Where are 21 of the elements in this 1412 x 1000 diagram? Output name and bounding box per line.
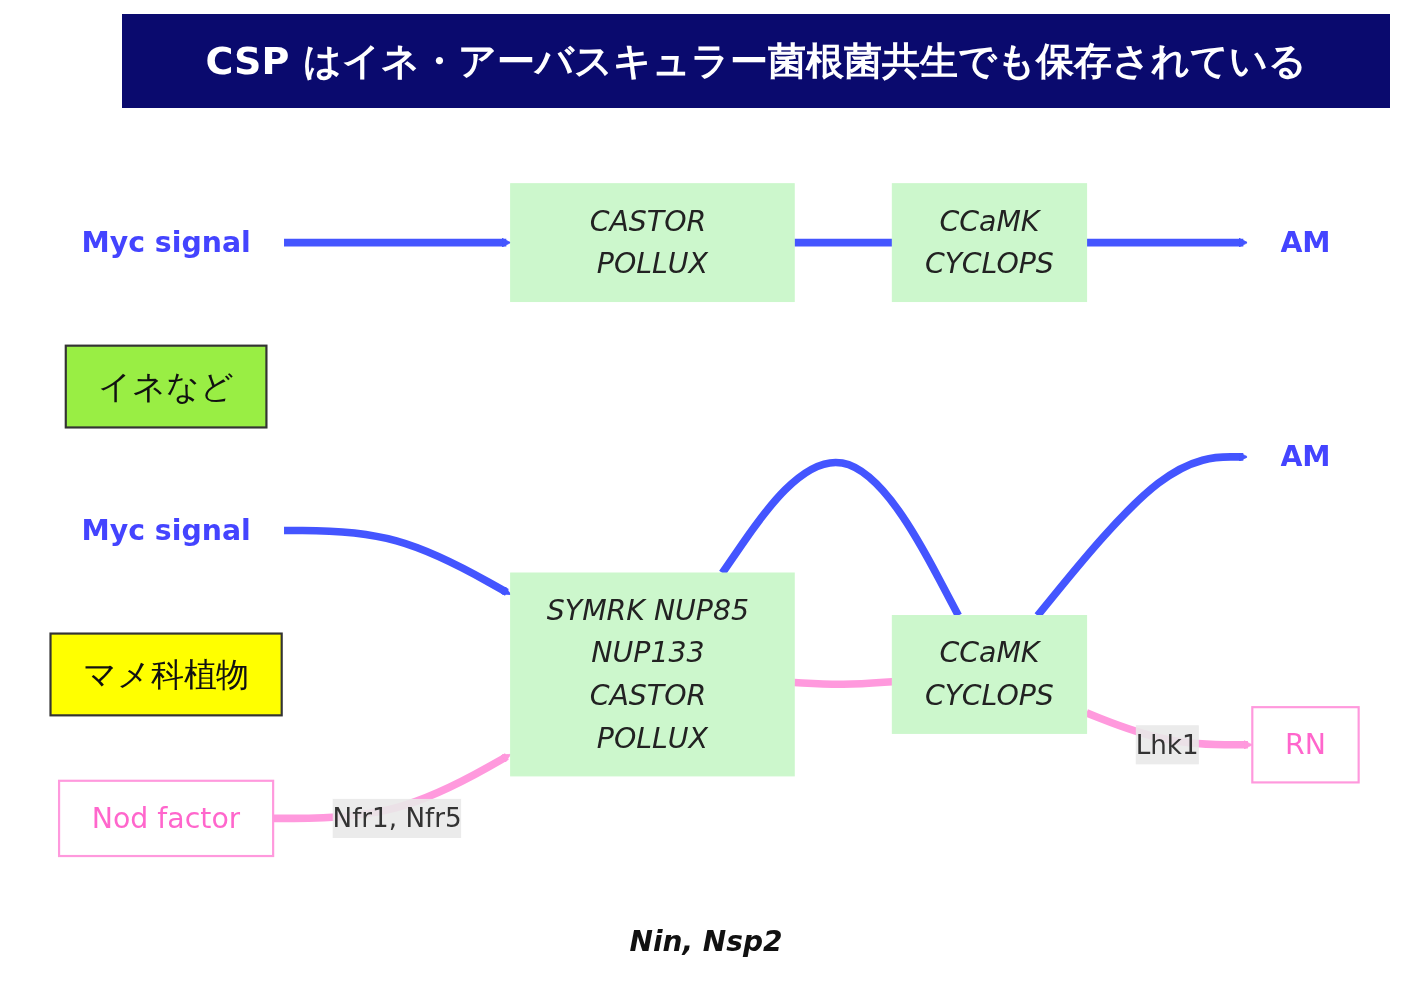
node-text: Myc signal — [81, 225, 251, 259]
node-box: CASTOR POLLUX — [510, 183, 795, 303]
node-text: Myc signal — [81, 513, 251, 547]
node-box: マメ科植物 — [49, 632, 283, 717]
connector — [794, 678, 893, 689]
node-box: Nod factor — [58, 779, 275, 858]
node-text: AM — [1280, 225, 1331, 259]
node-box: SYMRK NUP85 NUP133 CASTOR POLLUX — [510, 572, 795, 777]
arrow — [283, 526, 512, 596]
connector — [794, 238, 893, 247]
title-banner: CSP はイネ・アーバスキュラー菌根菌共生でも保存されている — [122, 14, 1390, 108]
node-box: RN — [1251, 706, 1360, 784]
gene-label: Nin, Nsp2 — [629, 925, 783, 958]
edge-label: Nfr1, Nfr5 — [332, 803, 462, 834]
node-text: AM — [1280, 440, 1331, 473]
arrow — [1086, 237, 1249, 248]
node-box: CCaMK CYCLOPS — [891, 615, 1088, 734]
arrow — [283, 237, 512, 248]
node-box: CCaMK CYCLOPS — [891, 183, 1088, 303]
edge-label: Lhk1 — [1135, 729, 1199, 761]
node-box: イネなど — [64, 344, 268, 429]
